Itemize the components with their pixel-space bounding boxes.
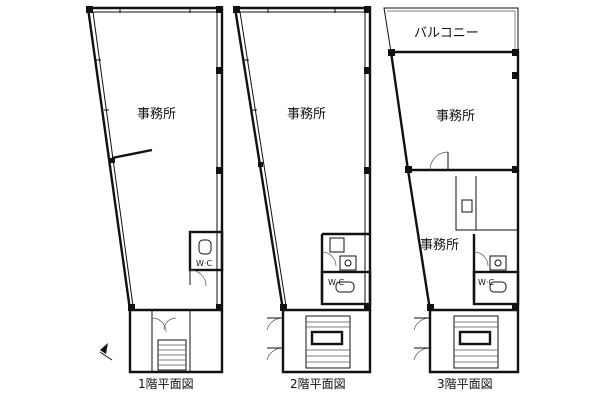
- north-arrow-icon: [100, 343, 108, 354]
- floor-2-wc-label: W·C: [328, 278, 344, 287]
- floor-1-office-label: 事務所: [137, 107, 176, 122]
- floor-3-stairs: [453, 315, 499, 369]
- floor-2-stairs: [305, 315, 351, 369]
- floor-2-office-label: 事務所: [287, 107, 326, 122]
- floor-3-plan: バルコニー 事務所 事務所 W·C: [383, 7, 520, 391]
- floor-2-plan: 事務所 W·C 2階平面図: [233, 6, 372, 391]
- floor-2-outer-wall: [233, 6, 372, 312]
- floor-1-caption: 1階平面図: [138, 376, 194, 391]
- floor-2-wc-room: [320, 270, 372, 306]
- floor-3-balcony-label: バルコニー: [414, 26, 479, 41]
- floor-1-plan: W·C 事務所 1階平面図: [86, 6, 224, 391]
- floor-3-upper-office-label: 事務所: [436, 109, 475, 124]
- floor-3-lower-office-wall: [406, 169, 520, 312]
- floor-1-wc-label: W·C: [196, 259, 212, 268]
- floor-3-wc-label: W·C: [478, 278, 494, 287]
- floor-2-caption: 2階平面図: [290, 376, 346, 391]
- floor-3-wc-room: [472, 270, 520, 306]
- floor-3-lower-office-label: 事務所: [420, 238, 459, 253]
- floor-3-caption: 3階平面図: [437, 376, 493, 391]
- floor-1-wc-room: [188, 230, 224, 272]
